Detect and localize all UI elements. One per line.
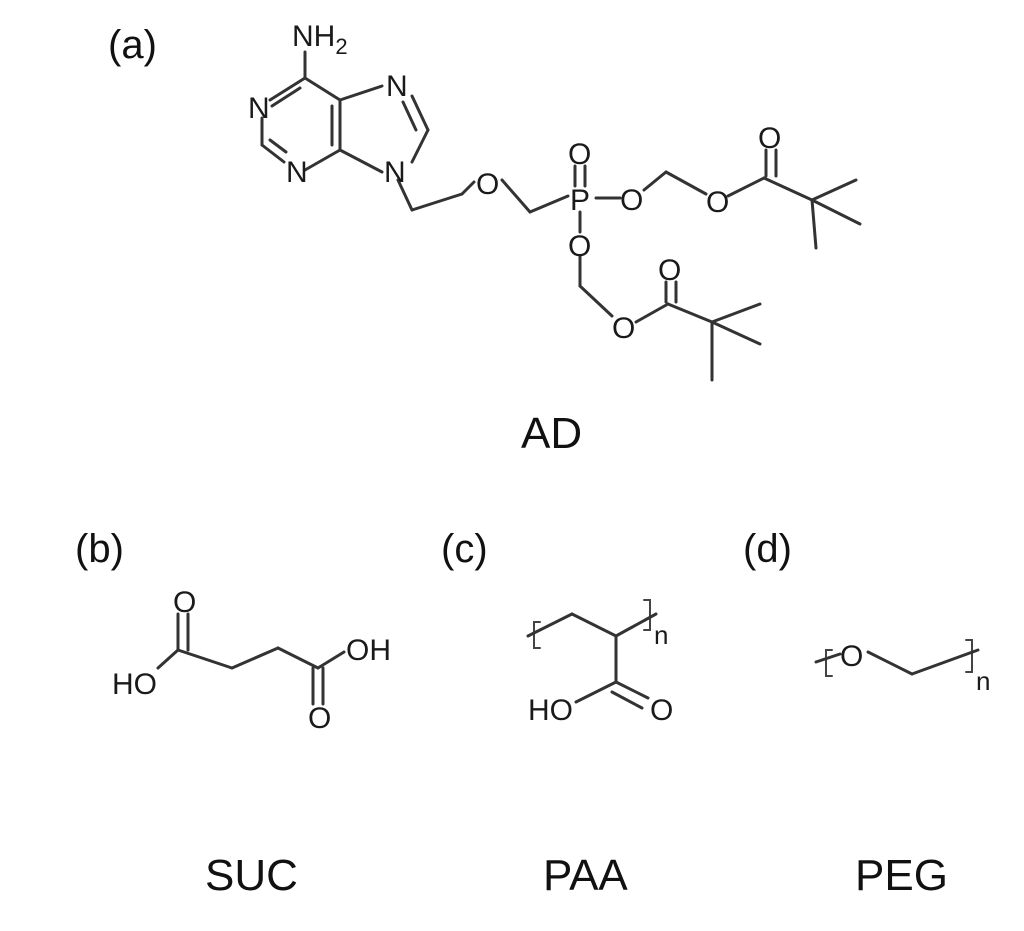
paa-atom-o: O	[650, 694, 673, 727]
panel-a-caption: AD	[521, 409, 582, 458]
panel-b-caption: SUC	[205, 851, 298, 900]
panel-a: (a)	[108, 20, 862, 458]
suc-atom-oh: OH	[346, 634, 391, 667]
ad-atom-nh2: NH2	[292, 20, 348, 59]
ad-purine-bonds	[260, 50, 570, 214]
ad-atom-po-right: O	[620, 184, 643, 217]
peg-bonds	[814, 639, 980, 677]
ad-atom-n3: N	[286, 156, 308, 189]
panel-c-caption: PAA	[543, 851, 628, 900]
ad-atom-p: P	[570, 184, 590, 217]
panel-b: (b) HO OH O O SUC	[75, 527, 391, 900]
paa-atom-n: n	[654, 620, 668, 650]
panel-b-label: (b)	[75, 527, 124, 571]
ad-atom-carbonyl-o1: O	[758, 122, 781, 155]
panel-d-label: (d)	[743, 527, 792, 571]
ad-pom-bonds	[573, 148, 862, 382]
ad-atom-n1: N	[248, 92, 270, 125]
suc-bonds	[156, 612, 346, 706]
panel-a-label: (a)	[108, 23, 157, 67]
suc-atom-o-bottom: O	[308, 702, 331, 735]
paa-atom-ho: HO	[528, 694, 573, 727]
panel-d-caption: PEG	[855, 851, 948, 900]
ad-atom-p-oxo: O	[568, 138, 591, 171]
ad-atom-ether-o: O	[476, 168, 499, 201]
ad-atom-ester-o2: O	[612, 312, 635, 345]
peg-atom-n: n	[976, 666, 990, 696]
ad-atom-carbonyl-o2: O	[658, 254, 681, 287]
peg-atom-o: O	[840, 640, 863, 673]
suc-atom-o-top: O	[173, 586, 196, 619]
ad-atom-po-down: O	[568, 230, 591, 263]
ad-atom-n9: N	[384, 156, 406, 189]
ad-atom-ester-o1: O	[706, 186, 729, 219]
panel-d: (d) O n PEG	[743, 527, 990, 900]
panel-c: (c) n HO O PAA	[441, 527, 673, 900]
ad-atom-n7: N	[386, 70, 408, 103]
panel-c-label: (c)	[441, 527, 488, 571]
suc-atom-ho: HO	[112, 668, 157, 701]
paa-bonds	[526, 599, 658, 710]
